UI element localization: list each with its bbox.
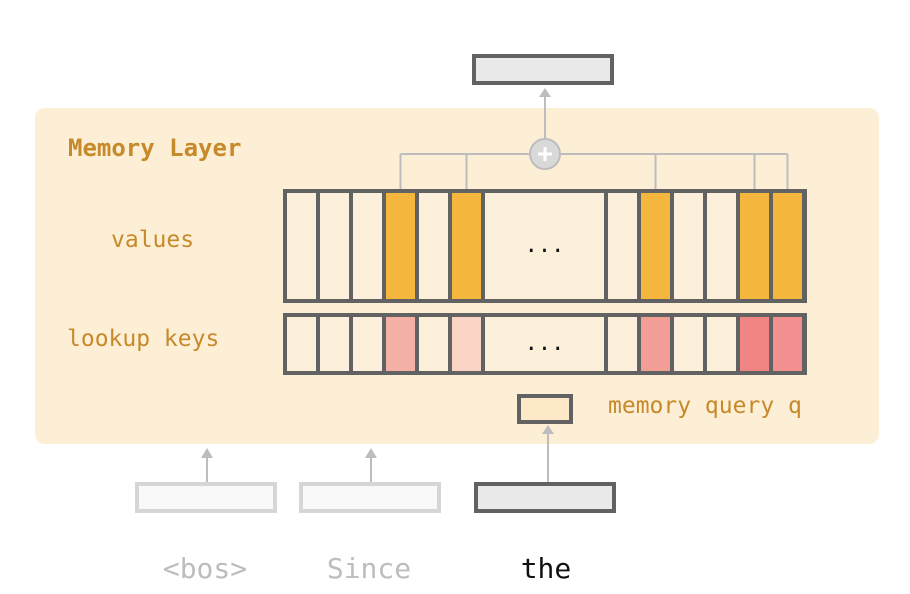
token-since: Since (326, 552, 412, 585)
value-cell (670, 189, 707, 303)
token-embedding-box (299, 482, 441, 513)
value-cell (316, 189, 353, 303)
memory-query-box (517, 394, 573, 424)
key-cell (349, 313, 386, 375)
output-box (472, 54, 614, 85)
query-arrow-head (542, 425, 554, 434)
values-label: values (111, 227, 195, 253)
value-cell (349, 189, 386, 303)
key-cell (382, 313, 419, 375)
token-bos: <bos> (162, 552, 248, 585)
key-cell (703, 313, 740, 375)
token-arrow-head (201, 448, 213, 458)
value-cell (769, 189, 806, 303)
value-ellipsis-cell (481, 189, 608, 303)
key-cell (415, 313, 452, 375)
token-the: the (520, 552, 572, 585)
value-cell (604, 189, 641, 303)
value-cell (415, 189, 452, 303)
value-cell (736, 189, 773, 303)
key-cell (448, 313, 485, 375)
memory-layer-title: Memory Layer (68, 134, 242, 162)
token-embedding-box (135, 482, 277, 513)
key-cell (736, 313, 773, 375)
token-embedding-box (474, 482, 616, 513)
key-cell (769, 313, 806, 375)
value-cell (637, 189, 674, 303)
key-cell (670, 313, 707, 375)
key-cell (316, 313, 353, 375)
key-ellipsis-cell (481, 313, 608, 375)
value-cell (283, 189, 320, 303)
token-arrow-head (365, 448, 377, 458)
memory-query-label: memory query q (608, 393, 802, 419)
key-cell (637, 313, 674, 375)
value-ellipsis: ... (525, 233, 565, 258)
key-ellipsis: ... (525, 331, 565, 356)
value-cell (448, 189, 485, 303)
key-cell (283, 313, 320, 375)
output-arrow-head (539, 88, 551, 97)
key-cell (604, 313, 641, 375)
value-cell (703, 189, 740, 303)
lookup-keys-label: lookup keys (67, 326, 220, 352)
value-cell (382, 189, 419, 303)
